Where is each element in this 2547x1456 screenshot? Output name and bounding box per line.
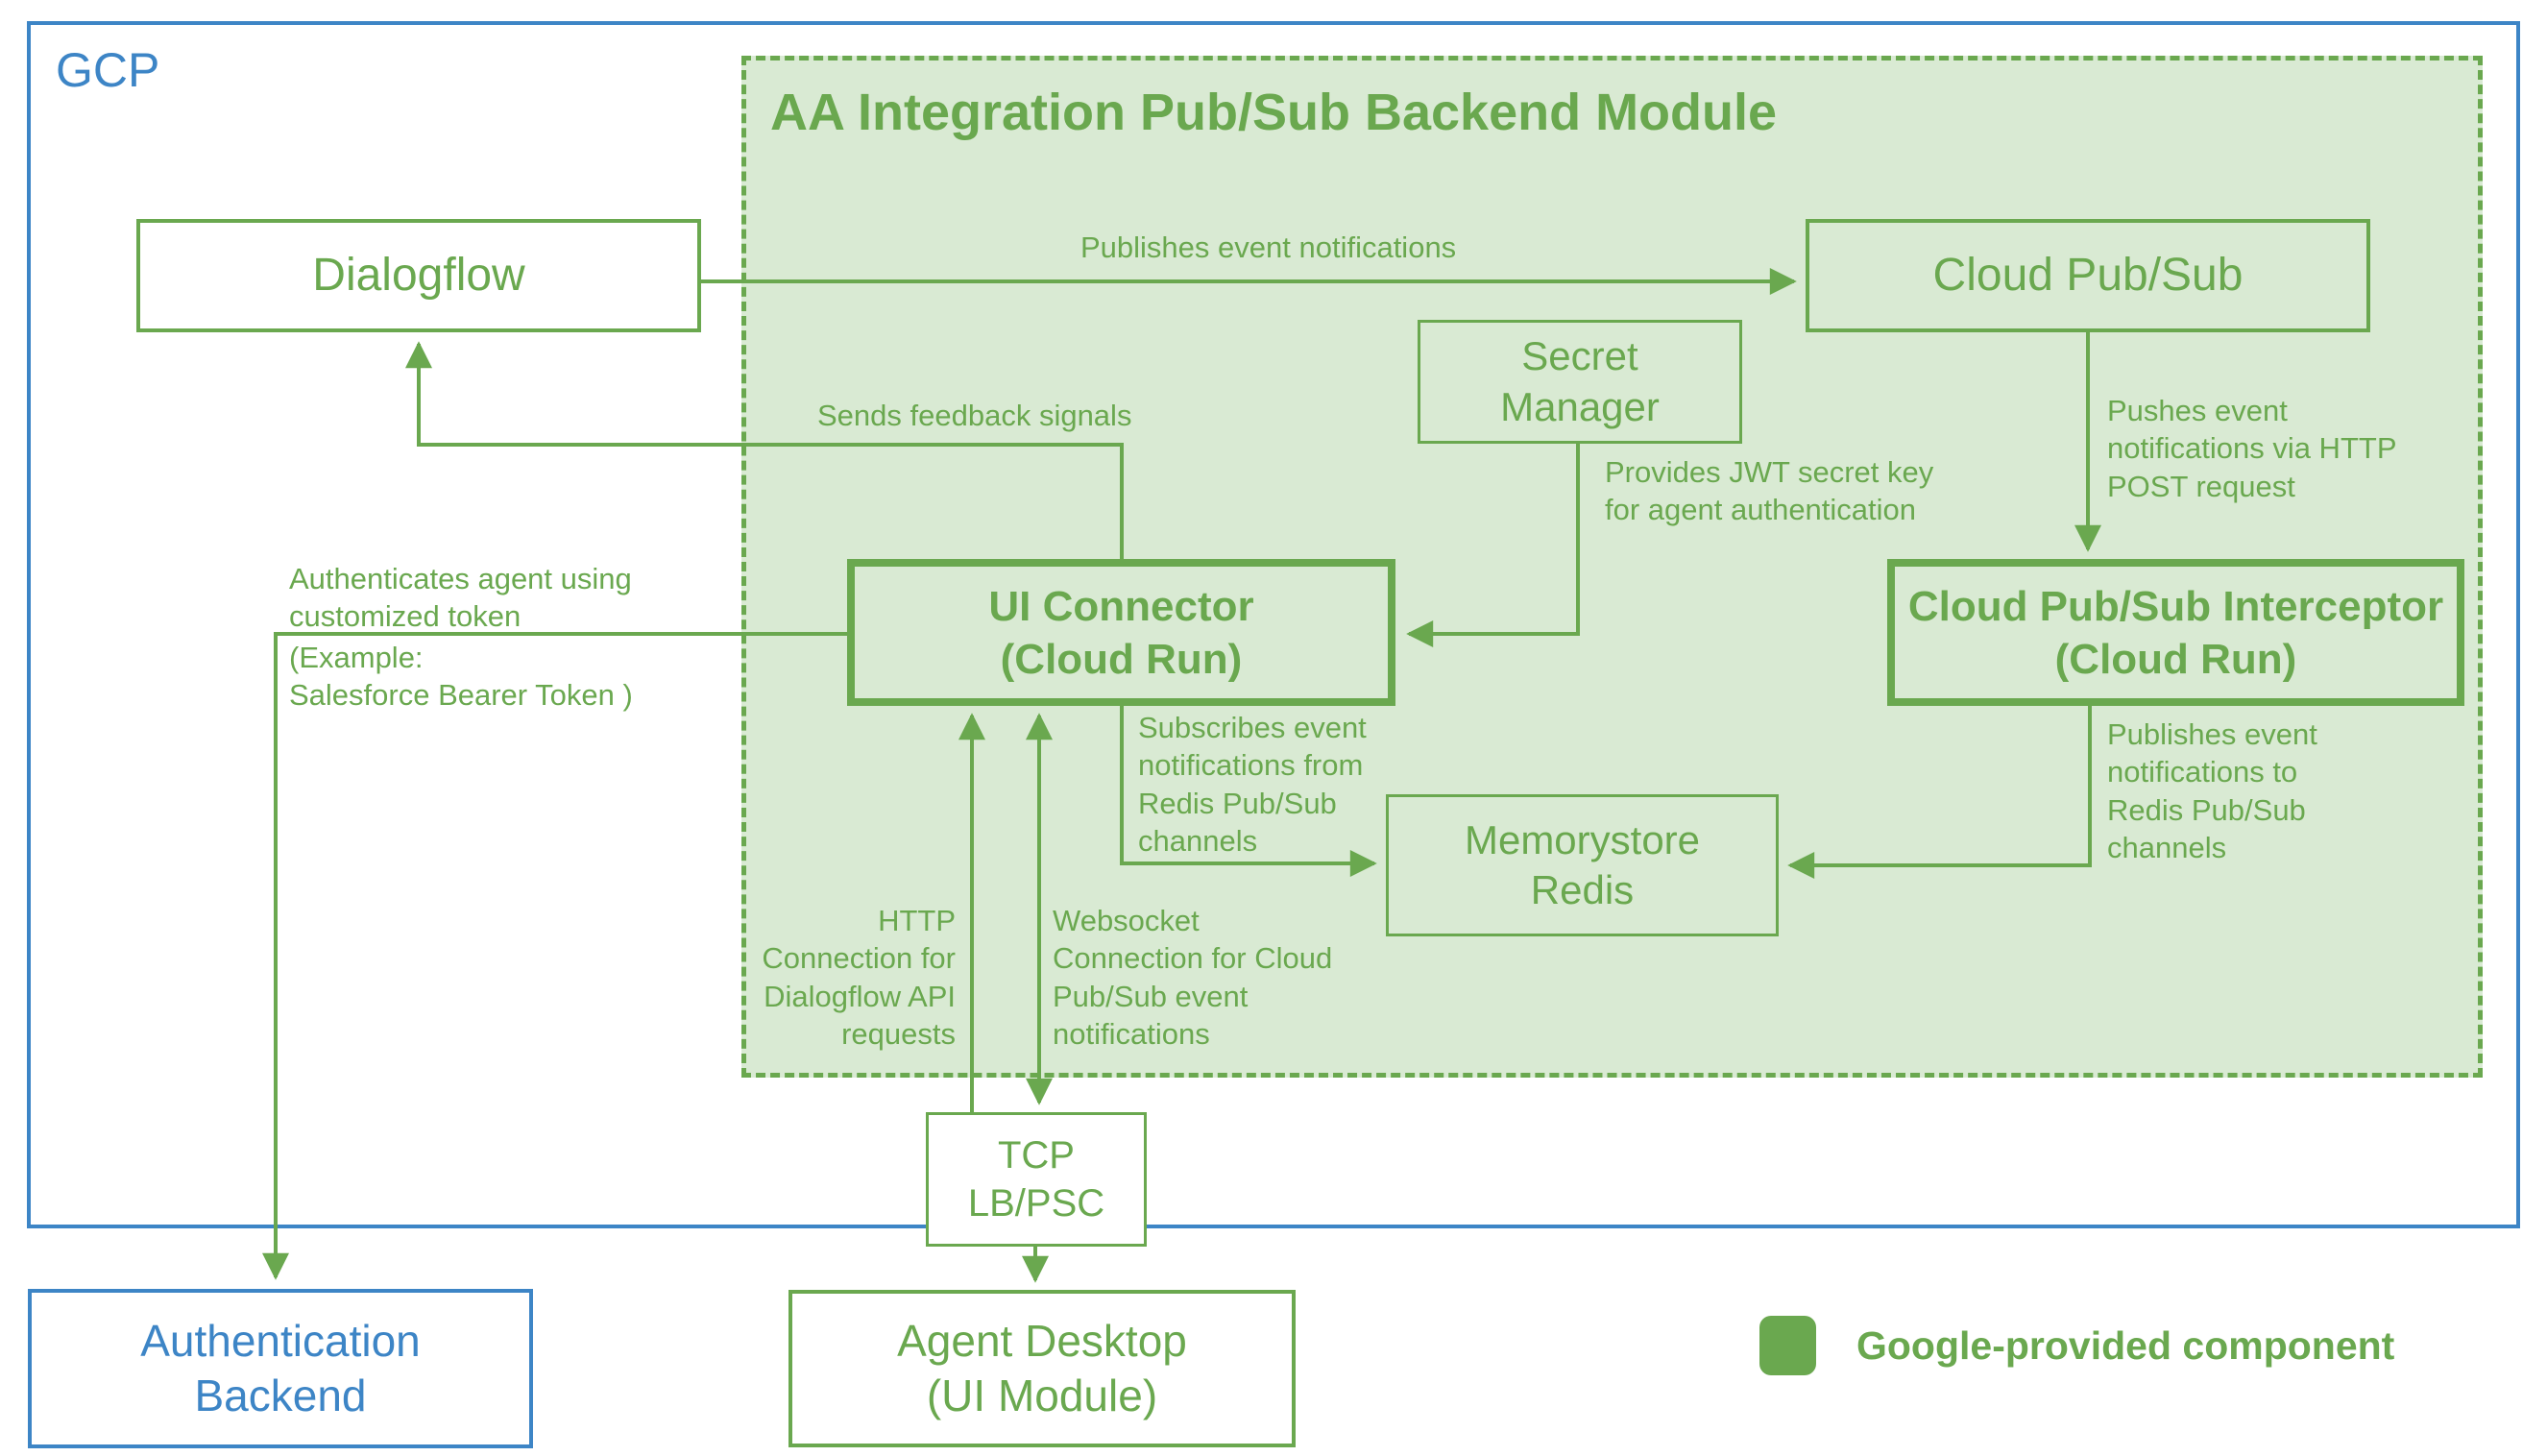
- node-cloud-pubsub-interceptor: Cloud Pub/Sub Interceptor (Cloud Run): [1887, 559, 2464, 706]
- label-provides-jwt-secret: Provides JWT secret key for agent authen…: [1605, 455, 1934, 527]
- node-memorystore-redis: Memorystore Redis: [1386, 794, 1779, 936]
- gcp-label: GCP: [56, 43, 160, 97]
- label-pushes-event-notifications: Pushes event notifications via HTTP POST…: [2107, 394, 2397, 503]
- module-title: AA Integration Pub/Sub Backend Module: [770, 84, 1778, 141]
- node-ui-connector: UI Connector (Cloud Run): [847, 559, 1395, 706]
- label-subscribes-event: Subscribes event notifications from Redi…: [1138, 711, 1367, 859]
- google-provided-swatch-icon: [1759, 1316, 1816, 1375]
- label-http-connection: HTTP Connection for Dialogflow API reque…: [762, 904, 956, 1052]
- label-websocket-connection: Websocket Connection for Cloud Pub/Sub e…: [1053, 904, 1333, 1052]
- label-sends-feedback-signals: Sends feedback signals: [817, 399, 1132, 432]
- legend-google-provided-label: Google-provided component: [1856, 1323, 2395, 1368]
- node-authentication-backend: Authentication Backend: [28, 1289, 533, 1448]
- node-dialogflow: Dialogflow: [136, 219, 701, 332]
- node-agent-desktop: Agent Desktop (UI Module): [788, 1290, 1296, 1447]
- label-authenticates-agent: Authenticates agent using customized tok…: [289, 562, 632, 634]
- label-publishes-to-redis: Publishes event notifications to Redis P…: [2107, 717, 2317, 865]
- label-publishes-event-notifications: Publishes event notifications: [1080, 231, 1457, 264]
- node-tcp-lb-psc: TCP LB/PSC: [926, 1112, 1147, 1247]
- gcp-boundary-box: [27, 21, 2520, 1228]
- label-authenticates-example: (Example: Salesforce Bearer Token ): [289, 641, 633, 713]
- node-secret-manager: Secret Manager: [1418, 320, 1742, 444]
- node-cloud-pubsub: Cloud Pub/Sub: [1806, 219, 2370, 332]
